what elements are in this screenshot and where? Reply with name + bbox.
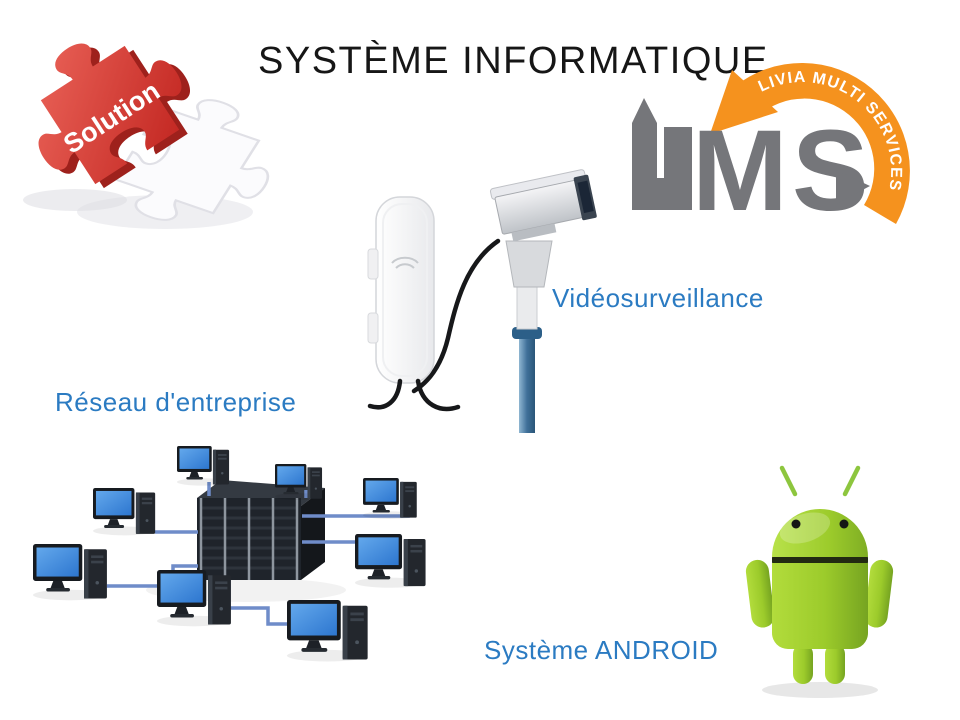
solution-puzzle-illustration: Solution	[23, 43, 270, 229]
lms-s-arrow	[836, 170, 870, 204]
red-puzzle-path	[38, 43, 182, 185]
label-reseau-entreprise: Réseau d'entreprise	[55, 387, 297, 417]
lms-letter-l-tower	[632, 98, 692, 210]
label-systeme-android: Système ANDROID	[484, 635, 719, 665]
antenna-body	[375, 196, 435, 384]
workstation	[355, 534, 426, 588]
camera-lens	[577, 180, 594, 214]
server-side	[301, 488, 325, 580]
logo-arc-arrowhead	[710, 70, 778, 134]
antenna-clip-bottom	[367, 312, 379, 344]
pole-collar	[512, 327, 542, 339]
cctv-camera	[489, 169, 597, 242]
camera-pole	[519, 337, 535, 433]
android-antennae	[779, 465, 861, 497]
lms-letter-m: M	[692, 107, 788, 235]
pole-upper	[516, 284, 538, 330]
logo-arc-band	[734, 62, 910, 224]
android-arm-left	[745, 559, 775, 628]
android-shadow	[762, 682, 878, 698]
android-leg-left	[793, 644, 813, 684]
network-illustration	[33, 446, 426, 662]
android-eye-left	[791, 519, 801, 529]
wireless-camera-illustration	[367, 169, 597, 433]
android-eye-right	[839, 519, 849, 529]
puzzle-shadow-small	[23, 189, 127, 211]
workstation	[177, 446, 230, 486]
server-rails	[199, 498, 299, 580]
android-arm-right	[864, 559, 894, 628]
workstation	[275, 464, 323, 500]
lms-logo: LIVIA MULTI SERVICES M S	[632, 62, 910, 235]
camera-cable	[411, 238, 501, 394]
android-mascot-illustration	[745, 465, 894, 698]
page-title: SYSTÈME INFORMATIQUE	[258, 40, 769, 82]
antenna-logo-mark	[391, 256, 419, 269]
workstation	[157, 570, 231, 627]
antenna-cable-left	[367, 378, 403, 410]
camera-underside	[511, 223, 557, 242]
workstation	[93, 488, 156, 536]
red-puzzle-piece: Solution	[38, 43, 190, 189]
workstation	[287, 600, 368, 662]
lms-letter-s: S	[792, 107, 869, 235]
camera-bracket	[505, 240, 553, 288]
android-leg-right	[825, 644, 845, 684]
android-head-gloss	[779, 512, 831, 544]
android-body	[772, 563, 868, 649]
antenna-inner-edge	[382, 203, 428, 377]
workstation	[33, 544, 107, 601]
label-videosurveillance: Vidéosurveillance	[552, 283, 764, 313]
antenna-cable-right	[415, 378, 461, 412]
workstation	[363, 478, 417, 519]
antenna-clip-top	[367, 248, 379, 280]
